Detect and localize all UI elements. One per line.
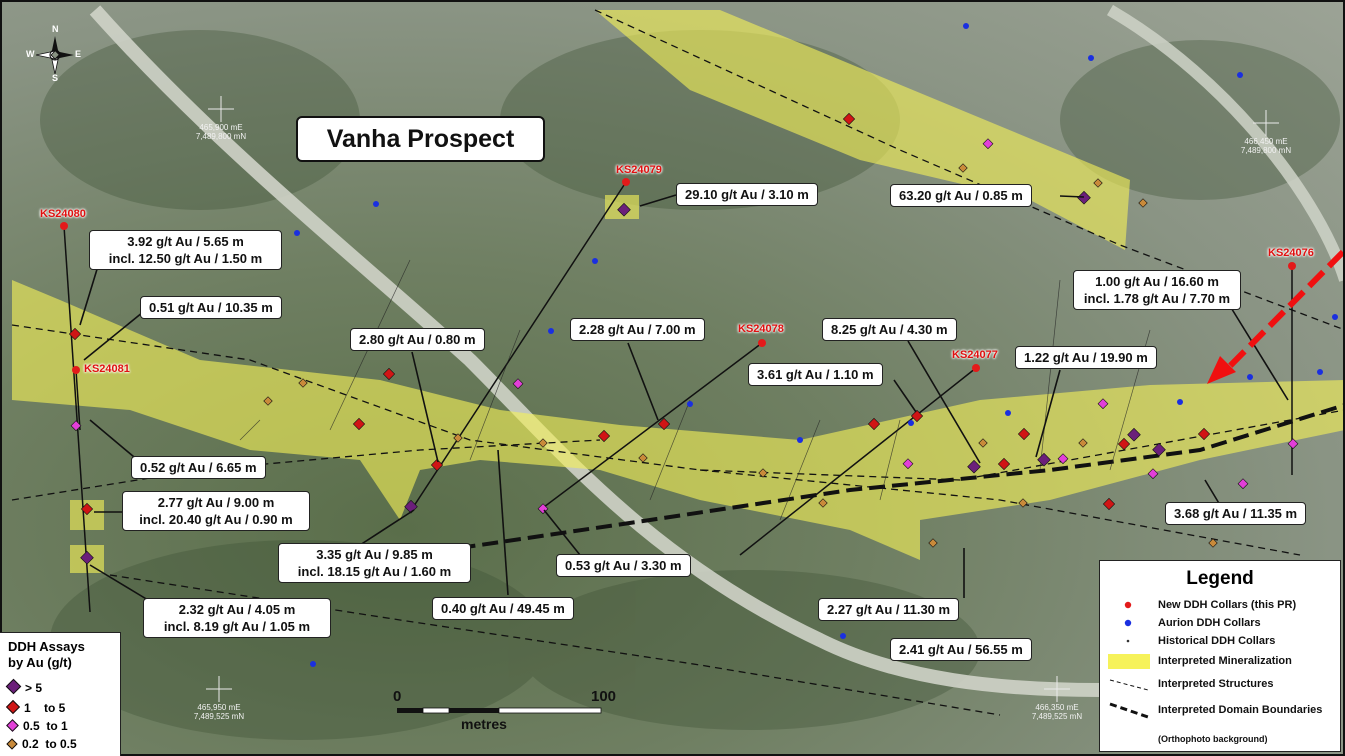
road [89,5,1101,697]
hole-label: KS24076 [1268,247,1314,259]
assay-callout: 2.80 g/t Au / 0.80 m [350,328,485,351]
scale-unit: metres [461,716,507,732]
assay-callout: 2.28 g/t Au / 7.00 m [570,318,705,341]
diamond-icon [6,738,18,750]
assay-class-row: 0.2 to 0.5 [6,737,77,751]
assay-callout: 0.53 g/t Au / 3.30 m [556,554,691,577]
scale-bar: 0 100 metres [393,688,617,738]
west-label: W [26,49,35,59]
north-label: N [52,24,59,34]
assay-class-row: 1 to 5 [5,699,65,715]
assay-callout: 0.40 g/t Au / 49.45 m [432,597,574,620]
legend: Legend New DDH Collars (this PR) Aurion … [1099,560,1341,752]
assay-callout: 3.68 g/t Au / 11.35 m [1165,502,1307,525]
assay-legend-title: DDH Assays [8,639,85,654]
road [1106,4,1345,282]
new-collars [60,178,1296,374]
scale-start: 0 [393,688,402,705]
hole-label: KS24078 [738,323,784,335]
scale-end: 100 [591,688,617,705]
assay-callout: 29.10 g/t Au / 3.10 m [676,183,818,206]
small-dot-icon [1126,639,1130,643]
domain-boundary [299,403,1345,572]
diamond-icon [5,699,21,715]
assay-callout: 63.20 g/t Au / 0.85 m [890,184,1032,207]
assay-class-row: 0.5 to 1 [6,719,68,733]
red-dot-icon [1124,601,1132,609]
aurion-collars [294,23,1338,667]
assay-callout: 2.27 g/t Au / 11.30 m [818,598,960,621]
assay-markers [68,112,1299,565]
assay-callout: 3.61 g/t Au / 1.10 m [748,363,883,386]
red-arrow [1207,249,1345,384]
assay-legend-subtitle: by Au (g/t) [8,655,72,670]
mineralization-zone-main [12,280,1345,560]
interpreted-structures [11,9,1345,716]
assay-callout: 0.52 g/t Au / 6.65 m [131,456,266,479]
diamond-icon [6,719,19,732]
north-arrow-icon: N S W E [26,24,82,83]
hole-label: KS24080 [40,208,86,220]
hole-label: KS24079 [616,164,662,176]
thick-dashed-line-icon [1109,702,1149,719]
assay-class-row: > 5 [5,678,42,695]
dashed-line-icon [1109,679,1149,691]
assay-callout: 1.22 g/t Au / 19.90 m [1015,346,1157,369]
diamond-icon [5,678,22,695]
hole-label: KS24081 [84,363,130,375]
legend-title: Legend [1186,568,1254,589]
callout-arrows [79,194,1289,601]
yellow-box-icon [1108,654,1150,669]
south-label: S [52,73,59,83]
assay-callout: 0.51 g/t Au / 10.35 m [140,296,282,319]
grid-crosses [206,96,1279,702]
blue-dot-icon [1124,619,1132,627]
assay-callout: 2.41 g/t Au / 56.55 m [890,638,1032,661]
assay-callout: 8.25 g/t Au / 4.30 m [822,318,957,341]
map-title: Vanha Prospect [296,116,545,162]
east-label: E [75,49,82,59]
hole-label: KS24077 [952,349,998,361]
